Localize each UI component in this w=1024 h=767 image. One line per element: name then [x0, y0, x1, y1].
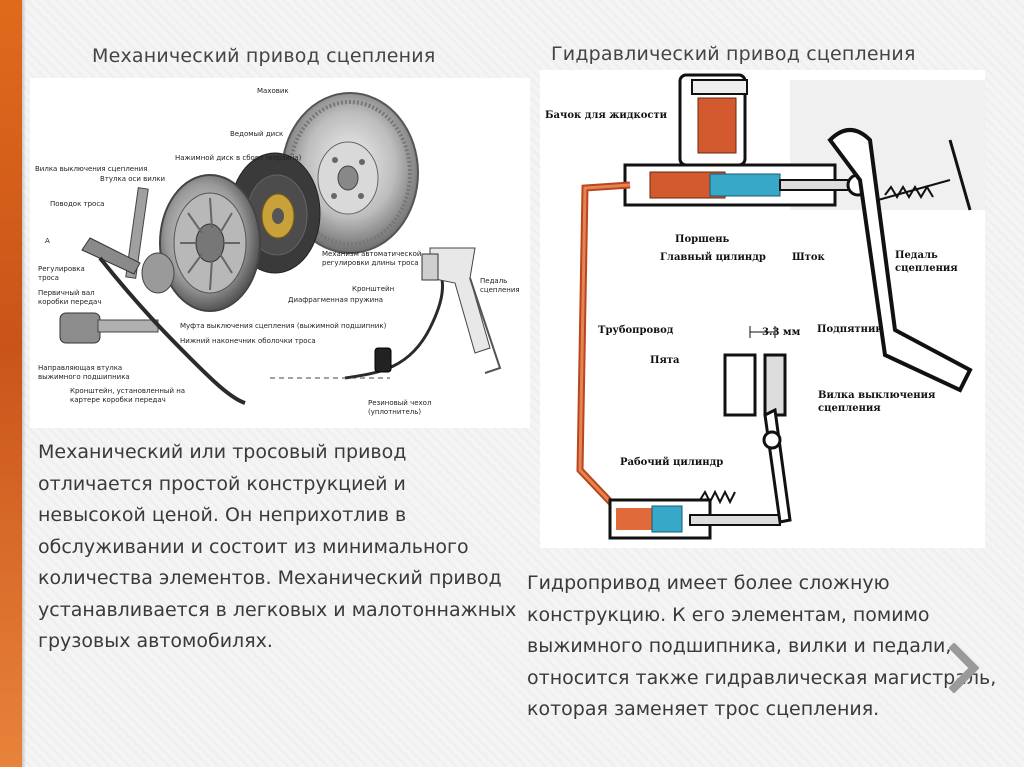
label-pressure-plate: Нажимной диск в сборе (корзина): [175, 154, 302, 162]
label-input-shaft-1: Первичный вал: [38, 289, 95, 297]
mechanical-description: Механический или тросовый привод отличае…: [38, 441, 517, 652]
accent-bar: [0, 0, 22, 767]
label-lower-tip: Нижний наконечник оболочки троса: [180, 337, 316, 345]
label-rod: Шток: [792, 252, 826, 263]
label-guide-sleeve-1: Направляющая втулка: [38, 364, 122, 372]
label-bracket: Кронштейн: [352, 285, 394, 293]
label-fork-bushing: Втулка оси вилки: [100, 175, 165, 183]
hydraulic-description: Гидропривод имеет более сложную конструк…: [527, 572, 997, 720]
label-hydro-fork-2: сцепления: [818, 403, 881, 414]
release-fork: [81, 187, 149, 279]
input-shaft: [59, 312, 159, 344]
label-cable-adjust-2: троса: [38, 274, 59, 282]
label-flywheel: Маховик: [257, 87, 289, 95]
label-bracket-gearbox-1: Кронштейн, установленный на: [70, 387, 185, 395]
label-driven-disc: Ведомый диск: [230, 130, 283, 138]
hydraulic-heading: Гидравлический привод сцепления: [551, 43, 916, 65]
pedal-assembly: [374, 247, 502, 374]
label-guide-sleeve-2: выжимного подшипника: [38, 373, 130, 381]
rubber-boot: [374, 347, 392, 373]
label-hydro-fork-1: Вилка выключения: [818, 390, 936, 401]
hydraulic-diagram: Бачок для жидкости Поршень Главный цилин…: [540, 70, 985, 548]
fluid-reservoir: [678, 73, 748, 167]
label-heel: Пята: [650, 355, 680, 366]
label-pedal-1: Педаль: [480, 277, 507, 285]
label-input-shaft-2: коробки передач: [38, 298, 101, 306]
label-release-fork: Вилка выключения сцепления: [35, 165, 147, 173]
label-hydro-pedal-1: Педаль: [895, 250, 938, 261]
label-master-cylinder: Главный цилиндр: [660, 252, 766, 263]
label-cable-adjust-1: Регулировка: [38, 265, 85, 273]
hydraulic-diagram-svg: Бачок для жидкости Поршень Главный цилин…: [545, 73, 985, 540]
label-gap: 3.3 мм: [762, 327, 801, 338]
label-bracket-gearbox-2: картере коробки передач: [70, 396, 166, 404]
label-pedal-2: сцепления: [480, 286, 520, 294]
label-reservoir: Бачок для жидкости: [545, 110, 668, 121]
label-cable-leash: Поводок троса: [50, 200, 104, 208]
label-boot-2: (уплотнитель): [368, 408, 421, 416]
label-bearing: Подпятник: [817, 324, 883, 335]
label-letter-a: А: [45, 237, 50, 245]
chevron-right-icon: [949, 643, 979, 693]
label-piston: Поршень: [675, 234, 730, 245]
master-cylinder: [623, 163, 871, 207]
label-hydro-pedal-2: сцепления: [895, 263, 958, 274]
label-boot-1: Резиновый чехол: [368, 399, 431, 407]
clutch-pedal: [827, 128, 973, 393]
next-slide-button[interactable]: [944, 638, 984, 698]
release-fork-hydro: [723, 326, 792, 524]
mechanical-heading: Механический привод сцепления: [92, 45, 436, 67]
accent-bar-shadow: [22, 0, 26, 767]
pressure-plate: [159, 174, 261, 312]
label-pipeline: Трубопровод: [598, 325, 674, 336]
label-release-coupling: Муфта выключения сцепления (выжимной под…: [180, 322, 387, 330]
release-bearing: [141, 252, 175, 294]
hydraulic-pipe-highlight: [578, 183, 631, 512]
label-slave-cylinder: Рабочий цилиндр: [620, 457, 723, 468]
label-auto-adjust-1: Механизм автоматической: [322, 250, 421, 258]
mechanical-diagram-svg: Маховик Ведомый диск Нажимной диск в сбо…: [35, 87, 520, 416]
label-diaphragm-spring: Диафрагменная пружина: [288, 296, 383, 304]
slave-cylinder: [608, 489, 781, 540]
clutch-cable: [98, 256, 246, 405]
label-auto-adjust-2: регулировки длины троса: [322, 259, 419, 267]
mechanical-diagram: Маховик Ведомый диск Нажимной диск в сбо…: [30, 78, 530, 428]
